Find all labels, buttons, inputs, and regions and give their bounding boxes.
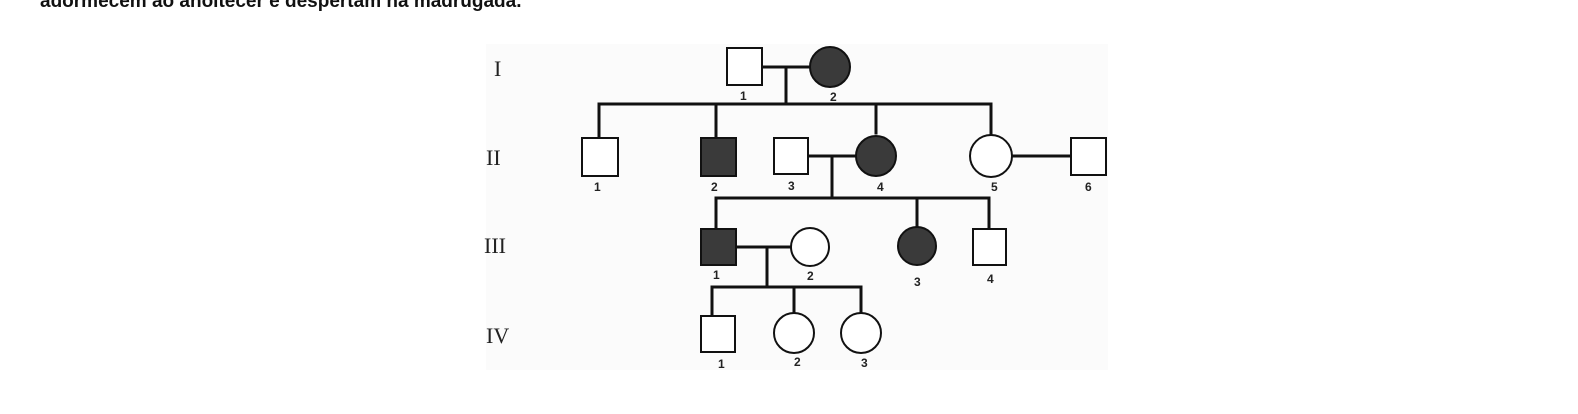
individual-number: 1	[713, 268, 720, 282]
individual-III-1-male-affected	[700, 228, 737, 266]
individual-III-2-female	[790, 227, 830, 267]
individual-III-4-male	[972, 228, 1007, 266]
individual-II-6-male	[1070, 137, 1107, 176]
individual-number: 6	[1085, 180, 1092, 194]
individual-number: 4	[877, 180, 884, 194]
individual-number: 1	[740, 89, 747, 103]
individual-number: 5	[991, 180, 998, 194]
generation-label-I: I	[494, 56, 501, 81]
individual-number: 2	[711, 180, 718, 194]
question-text: adormecem ao anoitecer e despertam na ma…	[40, 0, 522, 12]
individual-III-3-female-affected	[897, 226, 937, 266]
individual-I-1-male	[726, 47, 763, 86]
individual-I-2-female-affected	[809, 46, 851, 88]
individual-number: 1	[594, 180, 601, 194]
generation-label-II: II	[486, 145, 501, 170]
individual-number: 2	[830, 90, 837, 104]
individual-IV-3-female	[840, 312, 882, 354]
generation-label-IV: IV	[486, 323, 509, 348]
individual-II-5-female	[969, 134, 1013, 178]
individual-II-3-male	[773, 137, 809, 175]
pedigree-lines	[597, 65, 1073, 318]
individual-number: 3	[861, 356, 868, 370]
individual-IV-2-female	[773, 312, 815, 354]
individual-II-1-male	[581, 137, 619, 177]
individual-number: 2	[794, 355, 801, 369]
individual-II-4-female-affected	[855, 135, 897, 177]
individual-II-2-male-affected	[700, 137, 737, 177]
individual-IV-1-male	[700, 315, 736, 353]
individual-number: 3	[914, 275, 921, 289]
individual-number: 4	[987, 272, 994, 286]
individual-number: 2	[807, 269, 814, 283]
individual-number: 1	[718, 357, 725, 371]
individual-number: 3	[788, 179, 795, 193]
generation-label-III: III	[484, 233, 506, 258]
